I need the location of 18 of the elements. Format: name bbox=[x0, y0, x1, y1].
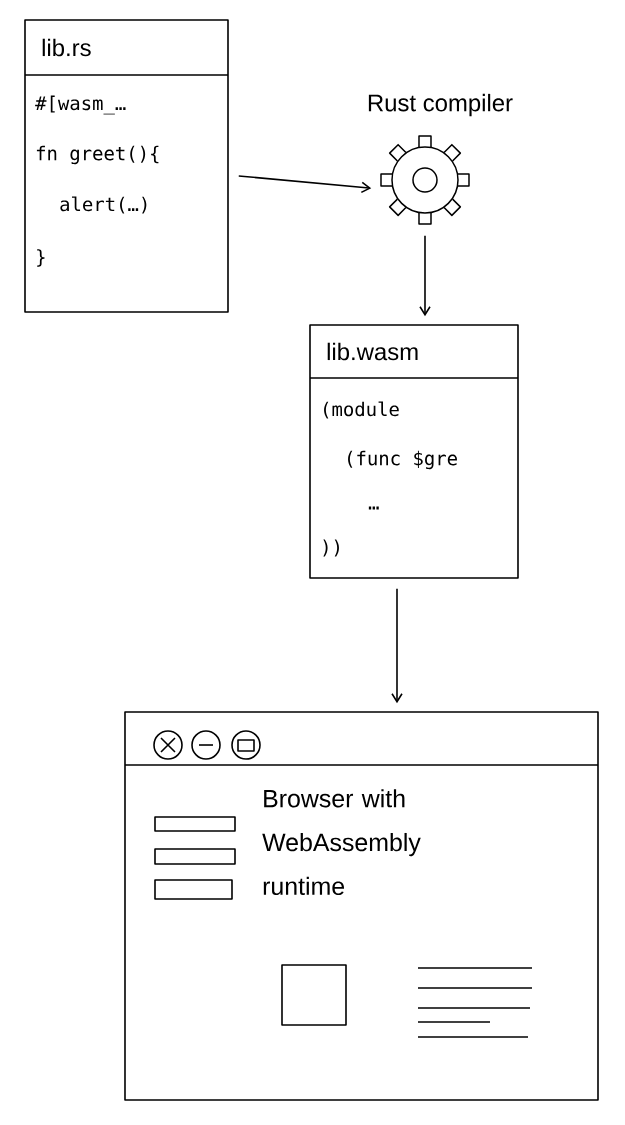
compiler-label: Rust compiler bbox=[368, 93, 513, 117]
code-line: } bbox=[37, 249, 45, 267]
code-line: fn greet(){ bbox=[36, 145, 159, 165]
file-name: lib.wasm bbox=[327, 342, 418, 361]
file-name: lib.rs bbox=[42, 38, 91, 57]
arrow bbox=[419, 235, 431, 317]
code-line: #[wasm_… bbox=[35, 95, 126, 115]
window-text: Browser with WebAssembly runtime bbox=[262, 789, 421, 896]
file-box bbox=[309, 324, 519, 579]
file-box bbox=[24, 19, 229, 313]
code-line: (func $gre bbox=[348, 450, 457, 470]
arrow bbox=[391, 588, 403, 704]
code-line: alert(…) bbox=[60, 196, 147, 214]
code-line: )) bbox=[323, 539, 339, 557]
code-line: … bbox=[368, 506, 379, 510]
browser-window bbox=[124, 711, 599, 1101]
code-line: (module bbox=[324, 401, 399, 419]
arrow bbox=[237, 175, 372, 194]
